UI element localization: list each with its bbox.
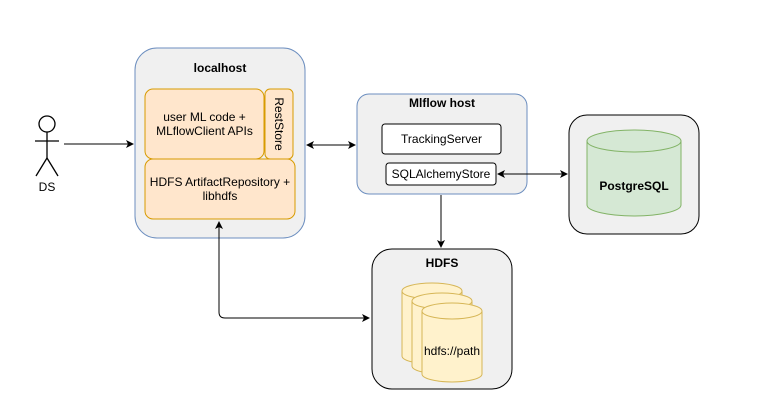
mlflow-host-title: Mlflow host (409, 96, 475, 110)
tracking-server-box (381, 123, 502, 155)
hdfs-storage-icon (401, 282, 483, 383)
ds-label: DS (38, 180, 56, 194)
hdfs-path-label: hdfs://path (423, 344, 481, 358)
rest-store-label: RestStore (272, 97, 286, 151)
hdfs-title: HDFS (425, 256, 459, 270)
postgres-cylinder-icon (586, 129, 682, 217)
sql-store-box (385, 162, 497, 186)
sql-store-label: SQLAlchemyStore (391, 167, 491, 181)
localhost-title: localhost (193, 61, 247, 75)
artifact-repo-box (144, 158, 296, 220)
ds-actor-icon (35, 115, 59, 177)
user-code-label: user ML code + MLflowClient APIs (156, 110, 253, 138)
artifact-repo-label: HDFS ArtifactRepository + libhdfs (149, 175, 291, 203)
postgres-label: PostgreSQL (599, 179, 669, 193)
tracking-server-label: TrackingServer (401, 132, 482, 146)
artifact-hdfs-arrow (215, 221, 370, 322)
